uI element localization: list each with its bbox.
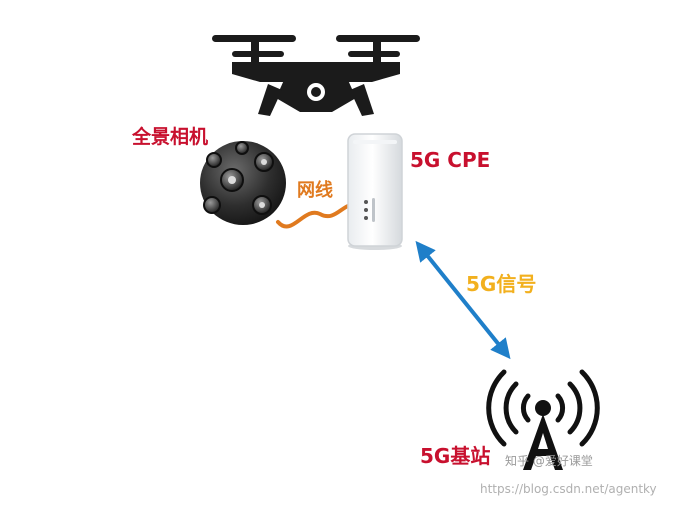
signal-label: 5G信号 xyxy=(466,272,537,296)
signal-arrow xyxy=(415,240,511,360)
drone-icon xyxy=(212,35,420,116)
url-watermark: https://blog.csdn.net/agentky xyxy=(480,482,657,496)
cpe-router-icon xyxy=(347,133,403,250)
cable-label: 网线 xyxy=(297,180,333,201)
panoramic-camera-icon xyxy=(200,141,286,225)
base-station-label: 5G基站 xyxy=(420,444,491,468)
zhihu-watermark: 知乎 @爱好课堂 xyxy=(505,454,593,468)
cell-tower-icon xyxy=(486,369,600,470)
cpe-label: 5G CPE xyxy=(410,148,491,172)
camera-label: 全景相机 xyxy=(132,126,209,148)
